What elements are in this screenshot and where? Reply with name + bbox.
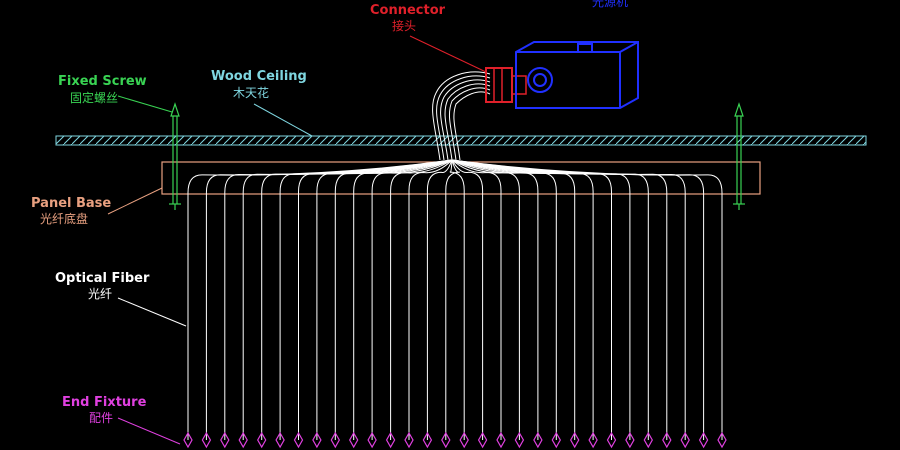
wood-ceiling-leader <box>253 103 313 137</box>
optical-fiber-strand <box>371 159 453 440</box>
optical-fiber-strand <box>316 159 453 440</box>
light-source-box <box>515 41 639 109</box>
optical-fiber-strand <box>451 159 686 440</box>
panel-base-label-zh: 光纤底盘 <box>40 212 89 226</box>
optical-fiber-strand <box>187 159 453 440</box>
optical-fiber-strand <box>426 159 453 440</box>
end-fixture-mark <box>717 431 727 449</box>
end-fixture-mark <box>459 431 469 449</box>
end-fixture-mark <box>514 431 525 449</box>
optical-fiber-strand <box>408 159 453 440</box>
end-fixture-mark <box>551 431 561 449</box>
light-source-label-zh: 光源机 <box>592 0 629 9</box>
optical-fiber-strand <box>390 159 453 440</box>
end-fixture-mark <box>588 431 598 449</box>
optical-fiber-strand <box>451 159 594 440</box>
optical-fiber-strand <box>451 159 668 440</box>
fixed-screw-label-zh: 固定螺丝 <box>70 91 119 105</box>
end-fixture-mark <box>606 431 617 449</box>
end-fixture-mark <box>680 431 690 449</box>
fixed-screw-label: Fixed Screw <box>58 74 147 89</box>
end-fixture-mark <box>238 431 248 449</box>
optical-fiber-strand <box>261 159 453 440</box>
panel-base-label: Panel Base <box>31 196 112 211</box>
end-fixture-mark <box>330 431 340 449</box>
panel-base-leader <box>107 187 163 215</box>
optical-fiber-label-zh: 光纤 <box>88 287 113 301</box>
connector-shape <box>485 67 527 103</box>
end-fixture-mark <box>220 431 230 449</box>
optical-fiber-strand <box>451 159 631 440</box>
end-fixture-mark <box>201 431 212 449</box>
end-fixtures <box>183 431 727 449</box>
end-fixture-mark <box>496 431 506 449</box>
optical-fiber-strand <box>451 159 557 440</box>
optical-fiber-strand <box>334 159 453 440</box>
end-fixture-mark <box>257 431 267 449</box>
end-fixture-mark <box>533 431 543 449</box>
optical-fiber-strand <box>451 159 705 440</box>
end-fixture-mark <box>698 431 709 449</box>
fixed-screw-left <box>169 102 181 210</box>
end-fixture-mark <box>349 431 359 449</box>
connector-leader <box>409 35 487 73</box>
end-fixture-mark <box>643 431 653 449</box>
optical-fiber-strand <box>451 159 520 440</box>
optical-fiber-strand <box>445 159 461 440</box>
optical-fiber-strand <box>451 159 502 440</box>
optical-fiber-strand <box>451 159 539 440</box>
end-fixture-mark <box>404 431 414 449</box>
optical-fiber-strand <box>451 159 649 440</box>
wood-ceiling-label-zh: 木天花 <box>233 86 270 100</box>
fixed-screw-right <box>733 102 745 210</box>
optical-fiber-leader <box>117 297 187 327</box>
wood-ceiling-bar <box>55 135 867 146</box>
optical-fibers <box>187 159 723 440</box>
end-fixture-leader <box>117 417 181 445</box>
end-fixture-mark <box>385 431 396 449</box>
optical-fiber-strand <box>451 159 612 440</box>
optical-fiber-strand <box>279 159 453 440</box>
optical-fiber-strand <box>449 159 465 440</box>
optical-fiber-strand <box>298 159 453 440</box>
fixed-screw-leader <box>117 95 173 113</box>
optical-fiber-strand <box>242 159 453 440</box>
wood-ceiling-label: Wood Ceiling <box>211 69 307 84</box>
end-fixture-mark <box>367 431 377 449</box>
end-fixture-mark <box>293 431 304 449</box>
optical-fiber-strand <box>451 159 723 440</box>
optical-fiber-strand <box>353 159 453 440</box>
optical-fiber-strand <box>451 159 484 440</box>
end-fixture-label-zh: 配件 <box>89 411 114 425</box>
end-fixture-mark <box>625 431 635 449</box>
end-fixture-mark <box>570 431 580 449</box>
end-fixture-label: End Fixture <box>62 395 147 410</box>
end-fixture-mark <box>312 431 322 449</box>
end-fixture-mark <box>275 431 285 449</box>
connector-label-zh: 接头 <box>392 19 417 33</box>
end-fixture-mark <box>422 431 433 449</box>
end-fixture-mark <box>441 431 451 449</box>
end-fixture-mark <box>183 431 193 449</box>
optical-fiber-strand <box>224 159 453 440</box>
end-fixture-mark <box>477 431 488 449</box>
optical-fiber-label: Optical Fiber <box>55 271 150 286</box>
end-fixture-mark <box>662 431 672 449</box>
connector-label: Connector <box>370 3 446 18</box>
fiber-bundle <box>432 71 491 161</box>
